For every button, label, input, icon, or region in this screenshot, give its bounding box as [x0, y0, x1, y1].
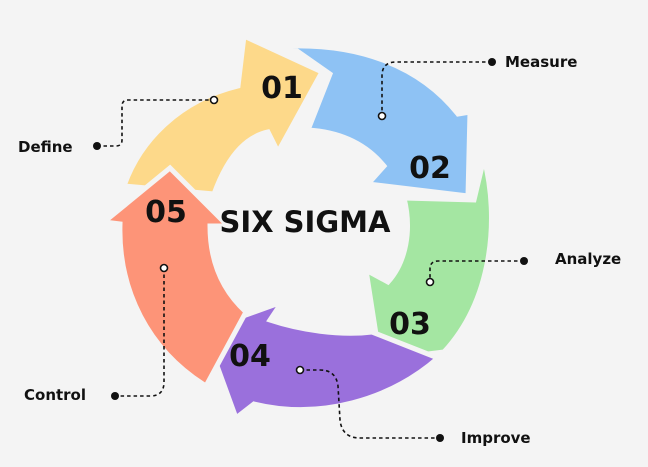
leader-define-anchor: [209, 95, 219, 105]
leader-improve-line: [300, 369, 440, 439]
step-05-shape: [97, 164, 250, 390]
label-control: Control: [24, 386, 86, 404]
label-improve: Improve: [461, 429, 531, 447]
leader-improve: [295, 365, 444, 442]
leader-analyze-dot: [520, 257, 528, 265]
leader-improve-anchor: [295, 365, 305, 375]
step-01-number: 01: [261, 71, 303, 106]
leader-analyze: [425, 257, 528, 287]
step-03-number: 03: [389, 307, 431, 342]
leader-measure-line: [381, 61, 492, 116]
step-04-shape: [200, 297, 443, 423]
leader-define-dot: [93, 142, 101, 150]
step-05-number: 05: [145, 195, 187, 230]
leader-control-anchor: [159, 263, 169, 273]
step-04-arrow: [200, 297, 443, 423]
step-01-shape: [120, 32, 326, 197]
leader-measure-dot: [488, 58, 496, 66]
leader-measure: [377, 58, 496, 121]
step-01-arrow: [120, 32, 326, 197]
leader-define-line: [97, 99, 214, 147]
step-02-shape: [282, 43, 473, 199]
step-02-arrow: [282, 43, 473, 199]
leader-measure-anchor: [377, 111, 387, 121]
leader-define: [93, 95, 219, 150]
step-03-shape: [362, 157, 494, 363]
step-02-number: 02: [409, 151, 451, 186]
label-define: Define: [18, 138, 73, 156]
label-analyze: Analyze: [555, 250, 621, 268]
leader-control: [111, 263, 169, 400]
label-measure: Measure: [505, 53, 577, 71]
leader-improve-dot: [436, 434, 444, 442]
leader-control-line: [115, 268, 165, 397]
diagram-title: SIX SIGMA: [220, 205, 391, 239]
step-04-number: 04: [229, 339, 271, 374]
leader-analyze-line: [429, 260, 524, 282]
step-05-arrow: [97, 164, 250, 390]
leader-control-dot: [111, 392, 119, 400]
leader-analyze-anchor: [425, 277, 435, 287]
step-03-arrow: [362, 157, 494, 363]
